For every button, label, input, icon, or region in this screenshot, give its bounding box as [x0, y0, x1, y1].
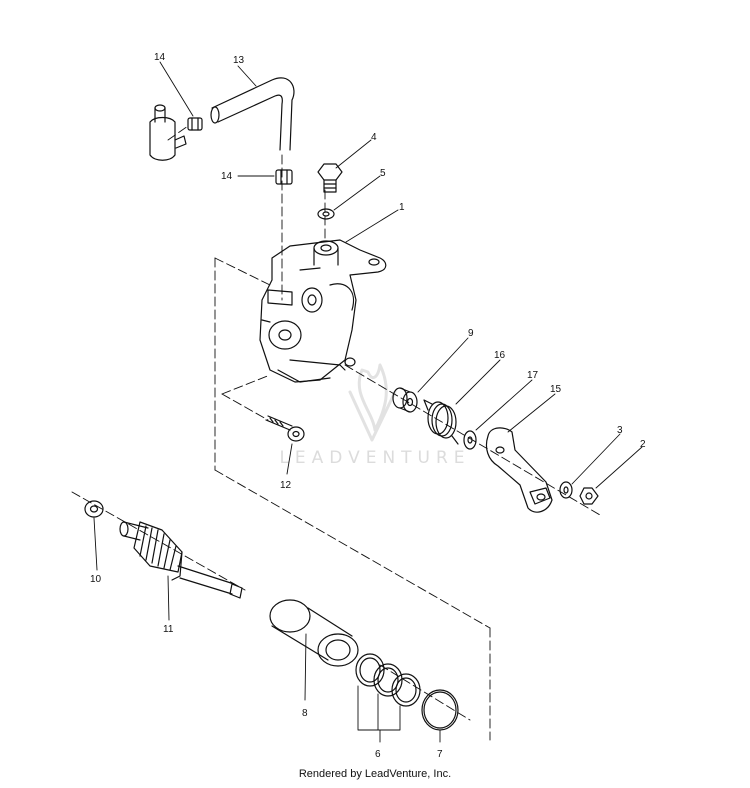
sealing-washer	[317, 208, 335, 220]
footer-credit: Rendered by LeadVenture, Inc.	[298, 768, 452, 780]
callout-13: 13	[233, 55, 245, 66]
watermark-logo	[348, 363, 397, 442]
callout-4: 4	[371, 132, 377, 143]
callout-14-lower: 14	[221, 171, 233, 182]
collar-bushing	[392, 387, 418, 413]
control-lever	[485, 427, 553, 513]
callout-leaders	[93, 61, 643, 743]
thrust-washer	[84, 500, 104, 518]
tank-fitting	[149, 104, 187, 161]
callout-12: 12	[280, 480, 292, 491]
oil-hose	[210, 77, 295, 151]
drive-gear-shaft	[119, 521, 243, 599]
lever-nut	[579, 487, 599, 505]
o-ring-set	[355, 653, 421, 707]
assembly-centerlines	[71, 125, 601, 741]
callout-8: 8	[302, 708, 308, 719]
banjo-bolt	[317, 163, 343, 193]
spring-washer	[463, 430, 477, 450]
callout-10: 10	[90, 574, 102, 585]
callout-7: 7	[437, 749, 443, 760]
mounting-bolt	[265, 415, 305, 442]
callout-labels: 14 13 4 5 1 14 9 16 17 15 3 2 12 10 11 8…	[90, 52, 646, 760]
callout-3: 3	[617, 425, 623, 436]
callout-6: 6	[375, 749, 381, 760]
o-ring-single	[421, 689, 459, 731]
watermark-text: LEADVENTURE	[279, 448, 471, 468]
callout-2: 2	[640, 439, 646, 450]
callout-11: 11	[163, 624, 174, 635]
hose-clamp-lower	[275, 169, 293, 185]
callout-17: 17	[527, 370, 539, 381]
callout-5: 5	[380, 168, 386, 179]
callout-1: 1	[399, 202, 405, 213]
return-spring	[423, 399, 459, 445]
callout-15: 15	[550, 384, 562, 395]
callout-9: 9	[468, 328, 474, 339]
callout-16: 16	[494, 350, 506, 361]
hose-clamp-upper	[187, 117, 203, 131]
callout-14-upper: 14	[154, 52, 166, 63]
oil-pump-body	[259, 239, 387, 383]
lever-washer	[559, 481, 573, 499]
pump-sleeve	[269, 599, 359, 667]
